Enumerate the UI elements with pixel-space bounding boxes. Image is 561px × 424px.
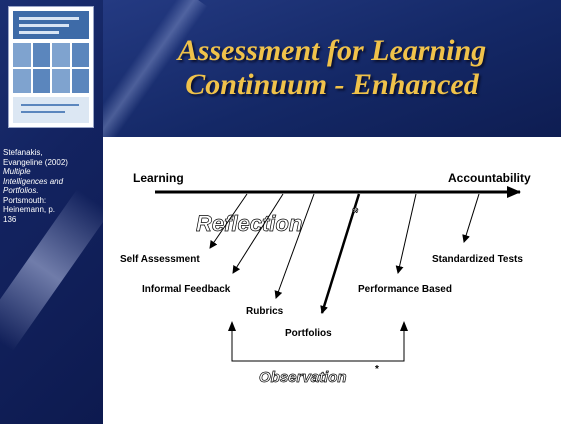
standardized-tests-label: Standardized Tests — [432, 254, 523, 265]
book-cover-image — [8, 6, 94, 128]
performance-based-label: Performance Based — [358, 284, 452, 295]
reflection-marker: * — [352, 204, 358, 220]
citation-book-title: Portfolios. — [3, 186, 39, 195]
arrow-portfolios — [320, 193, 361, 314]
title-banner — [103, 0, 561, 137]
portfolios-label: Portfolios — [285, 328, 332, 339]
citation-line: Stefanakis, — [3, 148, 43, 157]
rubrics-label: Rubrics — [246, 306, 284, 317]
informal-feedback-label: Informal Feedback — [142, 284, 231, 295]
arrow-informal-feedback — [232, 193, 284, 274]
citation-book-title: Multiple — [3, 167, 31, 176]
citation-line: Heinemann, p. — [3, 205, 56, 214]
arrow-rubrics — [274, 193, 315, 299]
title-line-2: Continuum - Enhanced — [185, 68, 479, 101]
citation-line: 136 — [3, 214, 17, 224]
citation-line: Portsmouth: — [3, 195, 47, 205]
observation-label: Observation — [259, 369, 347, 386]
citation-book-title: Intelligences and — [3, 176, 64, 186]
arrow-self-assessment — [209, 193, 248, 249]
reflection-label: Reflection — [196, 211, 302, 236]
arrow-standardized-tests — [462, 193, 480, 243]
citation: Stefanakis, Evangeline (2002) Multiple I… — [3, 148, 101, 224]
title-line-1: Assessment for Learning — [177, 34, 487, 67]
arrow-performance-based — [395, 193, 417, 274]
learning-label: Learning — [133, 171, 184, 185]
accountability-label: Accountability — [448, 171, 531, 185]
citation-line: Evangeline (2002) — [3, 157, 68, 167]
self-assessment-label: Self Assessment — [120, 254, 200, 265]
observation-marker: * — [375, 364, 379, 375]
slide-title: Assessment for Learning Continuum - Enha… — [103, 34, 561, 102]
observation-bracket — [231, 322, 405, 362]
